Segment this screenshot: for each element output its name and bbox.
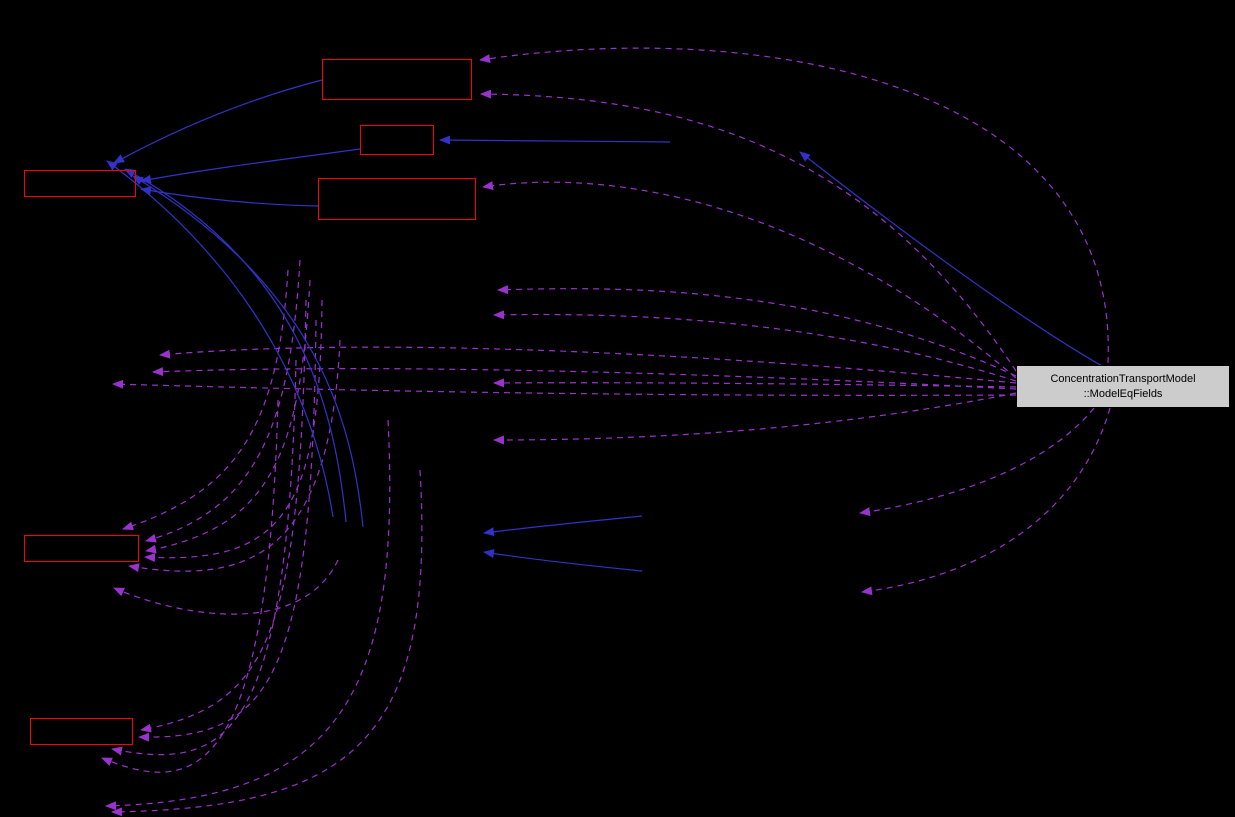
usage-edge: [105, 419, 391, 811]
usage-edge: [479, 47, 1109, 364]
usage-edge: [111, 359, 297, 756]
usage-edge: [113, 559, 339, 615]
red-node-small[interactable]: [360, 125, 434, 155]
red-node-mid[interactable]: [318, 178, 476, 220]
usage-edge: [493, 378, 1017, 388]
inheritance-edge: [132, 175, 364, 528]
main-node-label-line1: ConcentrationTransportModel: [1050, 372, 1196, 385]
usage-edge: [122, 269, 289, 531]
inheritance-edge: [439, 135, 671, 145]
main-node-label-line2: ::ModelEqFields: [1083, 387, 1163, 400]
usage-edge: [145, 259, 301, 543]
inheritance-edge: [483, 515, 643, 537]
inheritance-edge: [113, 79, 323, 164]
usage-edge: [111, 469, 423, 817]
usage-edge: [861, 407, 1111, 596]
usage-edge: [152, 367, 1017, 390]
inheritance-edge: [140, 186, 319, 207]
usage-edge: [112, 379, 1017, 396]
usage-edge: [128, 339, 341, 573]
usage-edge: [138, 319, 317, 742]
usage-edge: [497, 285, 1017, 377]
red-node-left-bottom[interactable]: [30, 718, 133, 745]
usage-edge: [493, 392, 1017, 445]
inheritance-edge: [799, 151, 1103, 367]
red-node-left-middle[interactable]: [24, 535, 139, 562]
usage-edge: [493, 310, 1017, 382]
inheritance-edge: [140, 148, 361, 184]
usage-edge: [101, 399, 279, 773]
inheritance-edge: [124, 168, 347, 523]
usage-edge: [480, 89, 1017, 372]
usage-edge: [140, 299, 307, 733]
red-node-left-top[interactable]: [24, 170, 136, 197]
usage-edge: [859, 407, 1095, 517]
red-node-top[interactable]: [322, 59, 472, 100]
usage-edge: [145, 279, 311, 554]
usage-edge: [482, 181, 1017, 379]
main-node[interactable]: ConcentrationTransportModel ::ModelEqFie…: [1016, 365, 1230, 408]
inheritance-edge: [106, 160, 334, 518]
usage-edge: [144, 299, 323, 563]
inheritance-edge: [483, 549, 643, 572]
usage-edge: [159, 346, 1017, 384]
